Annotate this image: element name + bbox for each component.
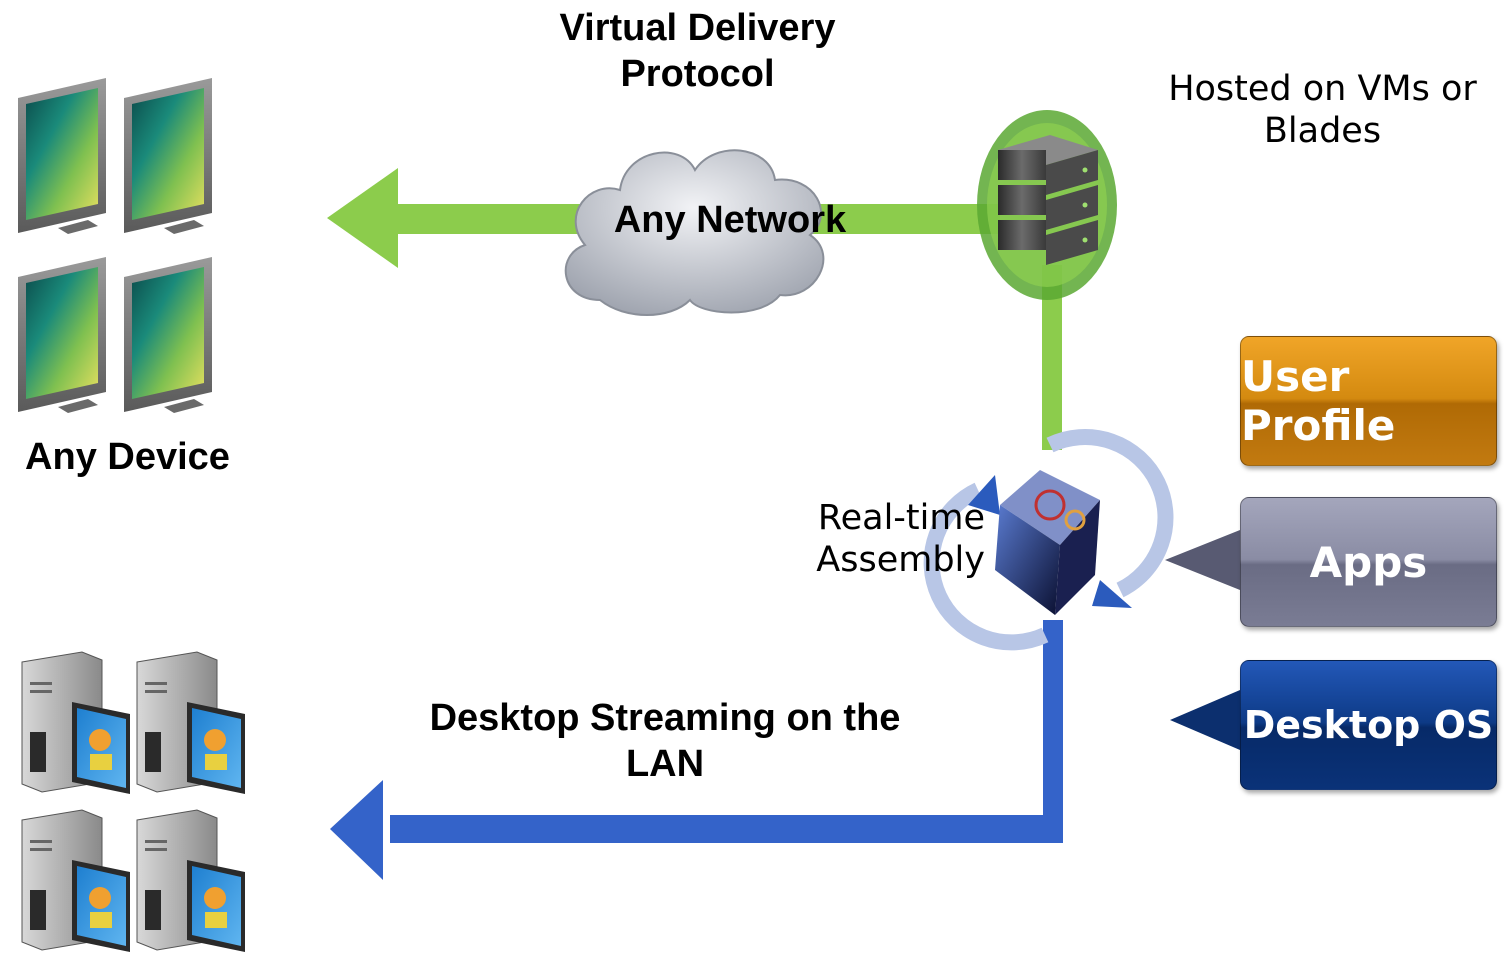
desktop-pc-icons <box>21 651 245 952</box>
blue-arrow-shaft <box>390 815 1063 843</box>
diagram-title: Virtual Delivery Protocol <box>559 7 836 95</box>
desktop-pc-icon <box>21 809 130 952</box>
network-label: Any Network <box>613 199 847 241</box>
blue-vertical-line <box>1043 620 1063 843</box>
blue-arrow <box>330 620 1063 880</box>
cloud-icon <box>564 149 825 316</box>
monitor-icon <box>124 257 212 413</box>
green-arrow-head <box>327 168 398 268</box>
desktop-os-arrow <box>1170 690 1240 750</box>
server-icon <box>977 110 1117 300</box>
desktop-pc-icon <box>136 809 245 952</box>
blue-arrow-head <box>330 780 383 880</box>
monitor-icon <box>18 257 106 413</box>
device-label: Any Device <box>25 436 230 478</box>
green-vertical-line <box>1042 265 1062 450</box>
monitor-icons <box>18 78 212 413</box>
desktop-pc-icon <box>136 651 245 794</box>
lan-label: Desktop Streaming on the LAN <box>429 697 901 785</box>
monitor-icon <box>124 78 212 234</box>
desktop-os-box: Desktop OS <box>1240 660 1497 790</box>
desktop-pc-icon <box>21 651 130 794</box>
hosted-label: Hosted on VMs or Blades <box>1168 69 1477 151</box>
assembly-cube-icon <box>923 429 1174 651</box>
monitor-icon <box>18 78 106 234</box>
apps-box: Apps <box>1240 497 1497 627</box>
apps-arrow <box>1165 530 1240 590</box>
assembly-label: Real-time Assembly <box>816 498 985 580</box>
user-profile-box: User Profile <box>1240 336 1497 466</box>
